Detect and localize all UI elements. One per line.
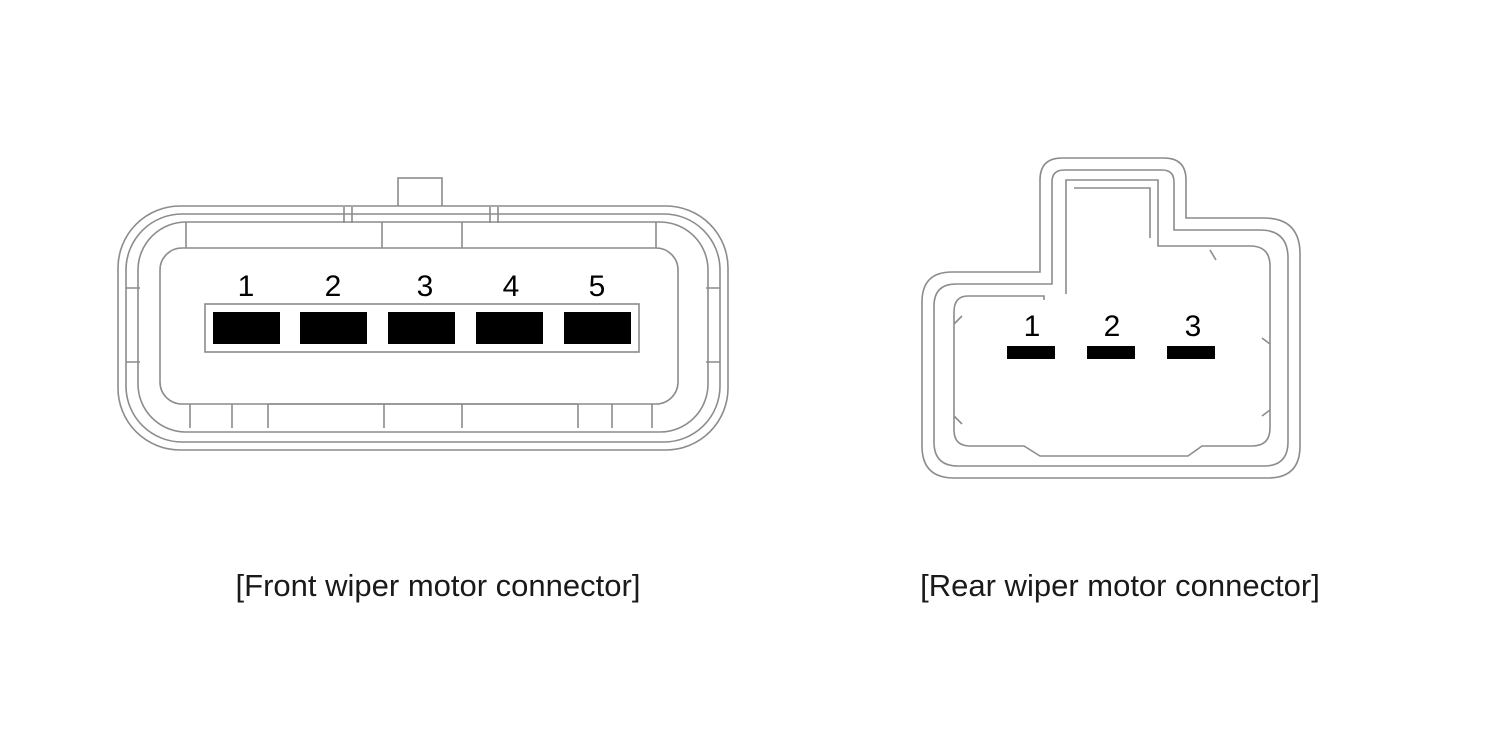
front-bottom-ribs <box>189 404 653 428</box>
front-pin-label-3: 3 <box>417 270 434 303</box>
rear-cavity-bumps <box>953 249 1271 425</box>
front-connector-caption: [Front wiper motor connector] <box>235 568 641 603</box>
rear-terminals <box>1007 346 1215 359</box>
front-terminals <box>213 312 631 344</box>
front-left-ribs <box>126 287 140 363</box>
rear-pin-label-3: 3 <box>1185 310 1202 343</box>
front-terminal-5 <box>564 312 631 344</box>
rear-cavity <box>953 245 1271 457</box>
rear-pin-labels: 1 2 3 <box>1024 310 1202 343</box>
front-top-ribs <box>185 222 657 250</box>
front-terminal-1 <box>213 312 280 344</box>
front-housing-inner <box>137 221 709 433</box>
front-top-notch-left <box>343 207 353 223</box>
rear-tab-inner-2 <box>1074 187 1151 238</box>
front-top-notch-right <box>489 207 499 223</box>
front-pin-label-4: 4 <box>503 270 520 303</box>
rear-terminal-3 <box>1167 346 1215 359</box>
rear-connector-caption: [Rear wiper motor connector] <box>920 568 1320 603</box>
rear-terminal-2 <box>1087 346 1135 359</box>
front-lock-tab <box>397 177 443 209</box>
front-pin-label-1: 1 <box>238 270 255 303</box>
rear-terminal-1 <box>1007 346 1055 359</box>
rear-connector <box>921 157 1301 479</box>
front-terminal-3 <box>388 312 455 344</box>
front-right-ribs <box>706 287 720 363</box>
front-terminal-2 <box>300 312 367 344</box>
front-pin-label-5: 5 <box>589 270 606 303</box>
rear-housing-rim <box>933 169 1289 467</box>
front-pin-label-2: 2 <box>325 270 342 303</box>
rear-tab-inner <box>1065 179 1186 294</box>
rear-pin-label-2: 2 <box>1104 310 1121 343</box>
rear-housing-outer <box>921 157 1301 479</box>
front-pin-labels: 1 2 3 4 5 <box>238 270 606 303</box>
rear-pin-label-1: 1 <box>1024 310 1041 343</box>
front-terminal-4 <box>476 312 543 344</box>
front-housing-rim <box>125 213 721 443</box>
